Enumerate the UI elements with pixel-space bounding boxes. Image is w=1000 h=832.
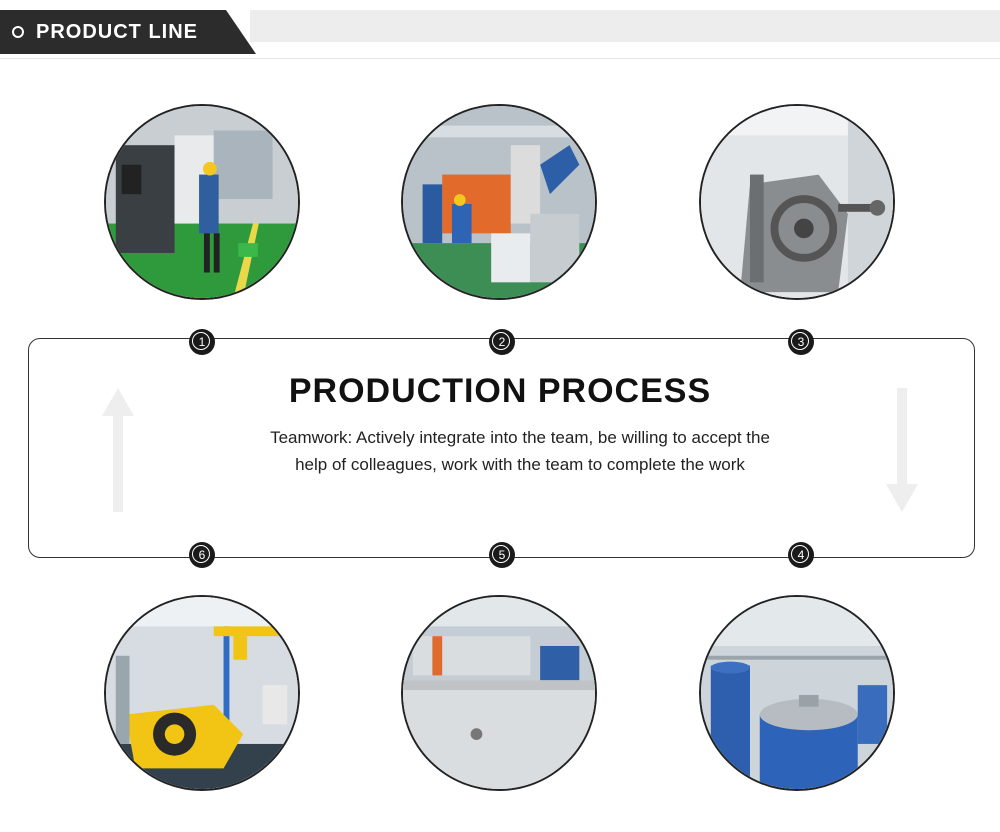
process-frame xyxy=(28,338,975,558)
arrow-down-icon xyxy=(886,388,918,512)
step-4-photo xyxy=(699,595,895,791)
step-1-badge: 1 xyxy=(189,329,215,355)
step-3-badge: 3 xyxy=(788,329,814,355)
header-strip xyxy=(250,10,1000,42)
section-header-tab: PRODUCT LINE xyxy=(0,10,256,54)
step-6-badge: 6 xyxy=(189,542,215,568)
step-4-badge: 4 xyxy=(788,542,814,568)
process-description: Teamwork: Actively integrate into the te… xyxy=(270,428,770,474)
header-divider xyxy=(0,58,1000,59)
process-title: PRODUCTION PROCESS xyxy=(288,372,712,410)
step-1-photo xyxy=(104,104,300,300)
step-5-photo xyxy=(401,595,597,791)
step-5-badge: 5 xyxy=(489,542,515,568)
arrow-up-icon xyxy=(102,388,134,512)
step-3-photo xyxy=(699,104,895,300)
step-2-badge: 2 xyxy=(489,329,515,355)
section-title: PRODUCT LINE xyxy=(36,21,198,43)
step-6-photo xyxy=(104,595,300,791)
step-2-photo xyxy=(401,104,597,300)
circle-bullet-icon xyxy=(12,26,24,38)
